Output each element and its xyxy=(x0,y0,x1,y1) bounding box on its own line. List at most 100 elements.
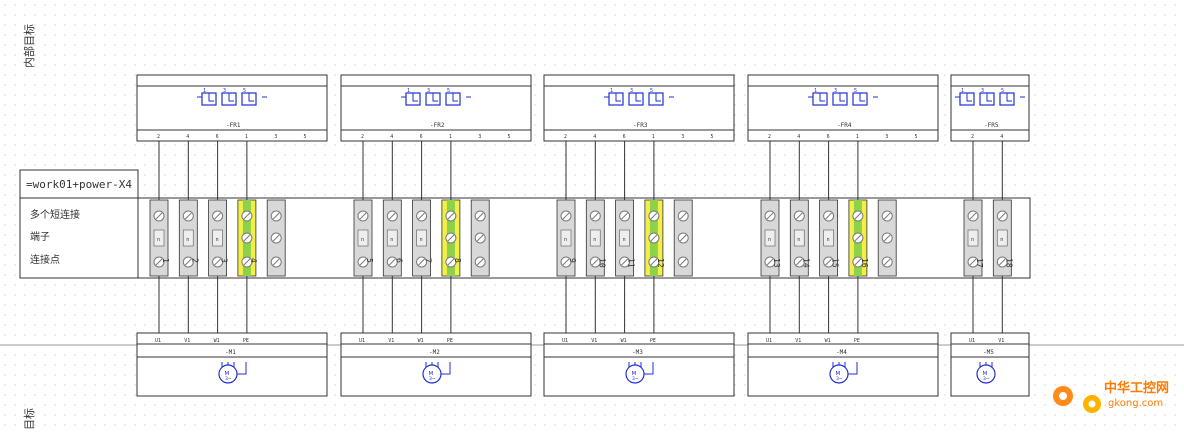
pe-terminal: 12 xyxy=(644,141,665,333)
motor-leads xyxy=(221,362,235,367)
pe-terminal: 8 xyxy=(441,141,462,333)
terminal-number: 17 xyxy=(975,258,984,268)
breaker-pole-contact xyxy=(228,93,234,102)
bridge-mark: n xyxy=(797,237,800,243)
screw-slot xyxy=(272,234,280,242)
bridge-slot xyxy=(212,229,224,247)
terminal: n18 xyxy=(992,141,1013,333)
motor-letter: M xyxy=(983,371,988,377)
breaker-label: -FR3 xyxy=(633,122,648,129)
motor-pin-label: W1 xyxy=(621,338,627,344)
breaker-pole-contact xyxy=(655,93,661,102)
screw-slot xyxy=(854,212,862,220)
motor-letter: M xyxy=(836,371,841,377)
motor-phase: 3~ xyxy=(429,376,436,382)
breaker-pin-number: 2 xyxy=(768,134,771,140)
watermark-logo: 中华工控网 gkong.com xyxy=(1053,380,1169,413)
bridge-mark: n xyxy=(216,237,219,243)
motor-leads xyxy=(628,362,642,367)
strip-title: =work01+power-X4 xyxy=(26,178,132,191)
screw-slot xyxy=(679,258,687,266)
screw-slot xyxy=(883,258,891,266)
breaker-frame xyxy=(340,74,532,142)
motor-pin-label: U1 xyxy=(969,338,975,344)
breaker-pole-number: 5 xyxy=(447,88,450,94)
breaker-pole-number: 5 xyxy=(1001,88,1004,94)
bridge-slot xyxy=(386,229,398,247)
motor-phase: 3~ xyxy=(836,376,843,382)
screw-slot xyxy=(679,234,687,242)
spare-terminal xyxy=(470,199,490,277)
breaker-pole-number: 1 xyxy=(203,88,206,94)
terminal: n9 xyxy=(556,141,577,333)
screw-slot xyxy=(679,212,687,220)
bridge-slot xyxy=(619,229,630,247)
breaker-pole-contact xyxy=(986,93,992,102)
spare-terminal xyxy=(877,199,897,277)
motor-pin-label: W1 xyxy=(214,338,220,344)
breaker-pole-number: 5 xyxy=(650,88,653,94)
bridge-slot xyxy=(967,229,979,247)
motor-symbol-icon: M3~ xyxy=(218,362,247,384)
motor-symbol-icon: M3~ xyxy=(422,362,451,384)
screw-slot xyxy=(243,258,251,266)
terminal-number: 14 xyxy=(801,258,810,268)
screw-slot xyxy=(650,212,658,220)
breaker-pole-contact xyxy=(839,93,845,102)
motor-leads xyxy=(832,362,846,367)
motor-frame xyxy=(340,332,532,397)
screw-slot xyxy=(418,212,425,220)
motor-label: -M5 xyxy=(983,349,994,356)
terminal-number: 7 xyxy=(424,258,433,263)
motor-pin-label: PE xyxy=(650,338,656,344)
screw-slot xyxy=(969,258,977,266)
bridge-slot xyxy=(996,229,1008,247)
breaker-pole-contact xyxy=(412,93,418,102)
breaker-label: -FR5 xyxy=(984,122,999,129)
breaker-pole-contact xyxy=(635,93,641,102)
breaker-pole-contact xyxy=(819,93,825,102)
terminal: n7 xyxy=(412,141,433,333)
screw-slot xyxy=(591,258,599,266)
bridge-mark: n xyxy=(564,237,567,243)
screw-slot xyxy=(272,212,280,220)
motor-pin-label: V1 xyxy=(388,338,394,344)
breaker-pole-contact xyxy=(966,93,972,102)
breaker-pole-contact xyxy=(248,93,254,102)
screw-slot xyxy=(359,212,367,220)
terminal-number: 15 xyxy=(831,258,840,268)
breaker-pin-number: 5 xyxy=(711,134,714,140)
screw-slot xyxy=(214,212,221,220)
bridge-mark: n xyxy=(971,237,974,243)
bridge-slot xyxy=(823,229,834,247)
motor-label: -M2 xyxy=(429,349,440,356)
breaker-frame xyxy=(543,74,735,142)
terminal-number: 12 xyxy=(656,258,665,268)
screw-slot xyxy=(621,212,628,220)
terminal: n11 xyxy=(615,141,636,333)
watermark-main: 中华工控网 xyxy=(1104,380,1169,396)
motor-pin-label: U1 xyxy=(359,338,365,344)
bridge-mark: n xyxy=(390,237,393,243)
legend-row-1: 多个短连接 xyxy=(30,208,80,221)
motor-frame xyxy=(747,332,939,397)
breaker-label: -FR1 xyxy=(226,122,241,129)
breaker-frame xyxy=(136,74,328,142)
motor-pin-label: U1 xyxy=(562,338,568,344)
bridge-mark: n xyxy=(186,237,189,243)
motor-pe-lead xyxy=(644,362,654,375)
breaker-pole-contact xyxy=(432,93,438,102)
screw-slot xyxy=(766,212,774,220)
bridge-slot xyxy=(589,229,601,247)
screw-slot xyxy=(795,212,803,220)
screw-slot xyxy=(388,258,396,266)
breaker-frame xyxy=(747,74,939,142)
screw-slot xyxy=(184,212,192,220)
